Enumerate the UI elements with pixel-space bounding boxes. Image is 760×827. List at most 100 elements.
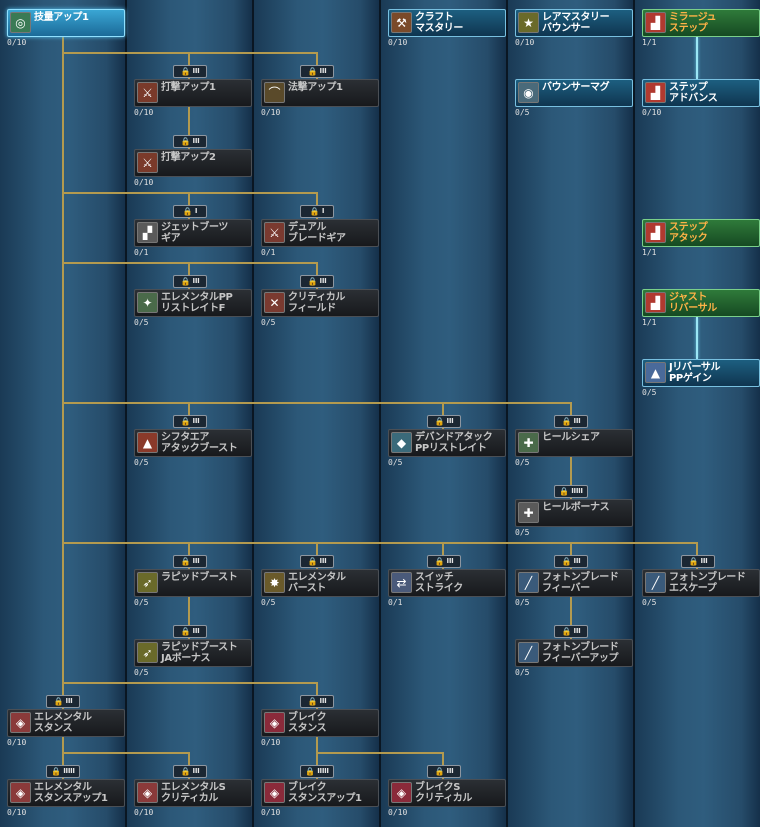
photon-icon: ╱ <box>645 572 666 593</box>
breakstance-icon: ◈ <box>264 782 285 803</box>
photon-icon: ╱ <box>518 572 539 593</box>
skill-node-pbfever[interactable]: ╱フォトンブレード フィーバー <box>515 569 633 597</box>
skill-name: ブレイク スタンス <box>288 712 327 734</box>
skill-lock-badge: 🔒III <box>554 415 588 428</box>
lock-icon: 🔒 <box>561 416 572 426</box>
skill-lock-badge: 🔒IIIII <box>300 765 334 778</box>
lock-icon: 🔒 <box>307 696 318 706</box>
boots-icon: ▟ <box>645 12 666 33</box>
lock-rank: III <box>192 767 200 775</box>
shifta-icon: ▲ <box>137 432 158 453</box>
skill-node-pbfeverup[interactable]: ╱フォトンブレード フィーバーアップ <box>515 639 633 667</box>
heal-icon: ✚ <box>518 432 539 453</box>
connector-line <box>188 107 190 149</box>
skill-name: 打撃アップ1 <box>161 82 216 93</box>
connector-line <box>62 682 318 684</box>
skill-name: ブレイク スタンスアップ1 <box>288 782 362 804</box>
burst-icon: ✸ <box>264 572 285 593</box>
skill-node-raremastery[interactable]: ★レアマスタリー バウンサー <box>515 9 633 37</box>
skill-node-bouncermag[interactable]: ◉バウンサーマグ <box>515 79 633 107</box>
skill-node-elemcrit[interactable]: ◈エレメンタルS クリティカル <box>134 779 252 807</box>
skill-level: 0/5 <box>134 598 149 607</box>
lock-rank: III <box>192 67 200 75</box>
skill-node-shifta[interactable]: ▲シフタエア アタックブースト <box>134 429 252 457</box>
skill-node-deband[interactable]: ◆デバンドアタック PPリストレイト <box>388 429 506 457</box>
target-icon: ◎ <box>10 12 31 33</box>
skill-node-dualblade[interactable]: ⚔デュアル ブレードギア <box>261 219 379 247</box>
column-divider <box>125 0 127 827</box>
lock-rank: III <box>573 417 581 425</box>
skill-name: エレメンタル スタンスアップ1 <box>34 782 108 804</box>
skill-node-dageki2[interactable]: ⚔打撃アップ2 <box>134 149 252 177</box>
skill-lock-badge: 🔒III <box>427 415 461 428</box>
skill-name: エレメンタルS クリティカル <box>161 782 226 804</box>
skill-node-breakcrit[interactable]: ◈ブレイクS クリティカル <box>388 779 506 807</box>
skill-node-stepadv[interactable]: ▟ステップ アドバンス <box>642 79 760 107</box>
skill-node-healshare[interactable]: ✚ヒールシェア <box>515 429 633 457</box>
skill-node-pbescape[interactable]: ╱フォトンブレード エスケープ <box>642 569 760 597</box>
column-divider <box>506 0 508 827</box>
skill-level: 0/5 <box>261 598 276 607</box>
skill-node-healbonus[interactable]: ✚ヒールボーナス <box>515 499 633 527</box>
skill-level: 0/10 <box>7 738 27 747</box>
skill-node-mirage[interactable]: ▟ミラージュ ステップ <box>642 9 760 37</box>
skill-name: エレメンタル スタンス <box>34 712 92 734</box>
skill-name: バウンサーマグ <box>542 82 610 93</box>
skill-node-breakstance[interactable]: ◈ブレイク スタンス <box>261 709 379 737</box>
connector-line <box>62 262 318 264</box>
skill-lock-badge: 🔒III <box>300 275 334 288</box>
skill-node-breakstanceup[interactable]: ◈ブレイク スタンスアップ1 <box>261 779 379 807</box>
skill-lock-badge: 🔒III <box>554 625 588 638</box>
skill-node-revpp[interactable]: ▲Jリバーサル PPゲイン <box>642 359 760 387</box>
skill-level: 0/10 <box>261 808 281 817</box>
skill-name: ステップ アドバンス <box>669 82 718 104</box>
skill-node-jetboots[interactable]: ▞ジェットブーツ ギア <box>134 219 252 247</box>
craft-icon: ⚒ <box>391 12 412 33</box>
skill-node-critfield[interactable]: ✕クリティカル フィールド <box>261 289 379 317</box>
skill-node-gijutsu[interactable]: ◎技量アップ1 <box>7 9 125 37</box>
skill-node-elempp[interactable]: ✦エレメンタルPP リストレイトF <box>134 289 252 317</box>
skill-node-elemstance[interactable]: ◈エレメンタル スタンス <box>7 709 125 737</box>
skill-name: ステップ アタック <box>669 222 708 244</box>
skill-node-elemburst[interactable]: ✸エレメンタル バースト <box>261 569 379 597</box>
photon-icon: ╱ <box>518 642 539 663</box>
lock-rank: III <box>319 67 327 75</box>
lock-icon: 🔒 <box>434 556 445 566</box>
lock-rank: III <box>700 557 708 565</box>
skill-level: 0/10 <box>261 108 281 117</box>
skill-name: シフタエア アタックブースト <box>161 432 238 454</box>
connector-line <box>62 402 572 404</box>
mag-icon: ◉ <box>518 82 539 103</box>
skill-level: 0/5 <box>515 458 530 467</box>
rapid-icon: ➶ <box>137 572 158 593</box>
connector-line <box>316 737 318 779</box>
skill-node-elemstanceup[interactable]: ◈エレメンタル スタンスアップ1 <box>7 779 125 807</box>
tree-column <box>635 0 760 827</box>
skill-level: 1/1 <box>642 318 657 327</box>
lock-rank: IIIII <box>317 767 329 775</box>
lock-rank: III <box>65 697 73 705</box>
skill-node-dageki1[interactable]: ⚔打撃アップ1 <box>134 79 252 107</box>
skill-lock-badge: 🔒III <box>173 275 207 288</box>
skill-node-craft[interactable]: ⚒クラフト マスタリー <box>388 9 506 37</box>
skill-level: 0/5 <box>134 318 149 327</box>
connector-line <box>62 752 190 754</box>
skill-name: エレメンタルPP リストレイトF <box>161 292 233 314</box>
skill-level: 0/1 <box>261 248 276 257</box>
skill-lock-badge: 🔒III <box>173 555 207 568</box>
skill-node-hogeki1[interactable]: ⌒法撃アップ1 <box>261 79 379 107</box>
skill-node-rapidboost[interactable]: ➶ラピッドブースト <box>134 569 252 597</box>
skill-lock-badge: 🔒III <box>300 555 334 568</box>
healbonus-icon: ✚ <box>518 502 539 523</box>
skill-lock-badge: 🔒III <box>300 65 334 78</box>
skill-node-switch[interactable]: ⇄スイッチ ストライク <box>388 569 506 597</box>
skill-node-rapidja[interactable]: ➶ラピッドブースト JAボーナス <box>134 639 252 667</box>
skill-level: 1/1 <box>642 38 657 47</box>
lock-rank: I <box>321 207 325 215</box>
skill-node-stepattack[interactable]: ▟ステップ アタック <box>642 219 760 247</box>
skill-name: ラピッドブースト JAボーナス <box>161 642 238 664</box>
skill-lock-badge: 🔒I <box>173 205 207 218</box>
skill-node-justrev[interactable]: ▟ジャスト リバーサル <box>642 289 760 317</box>
skill-lock-badge: 🔒III <box>173 415 207 428</box>
